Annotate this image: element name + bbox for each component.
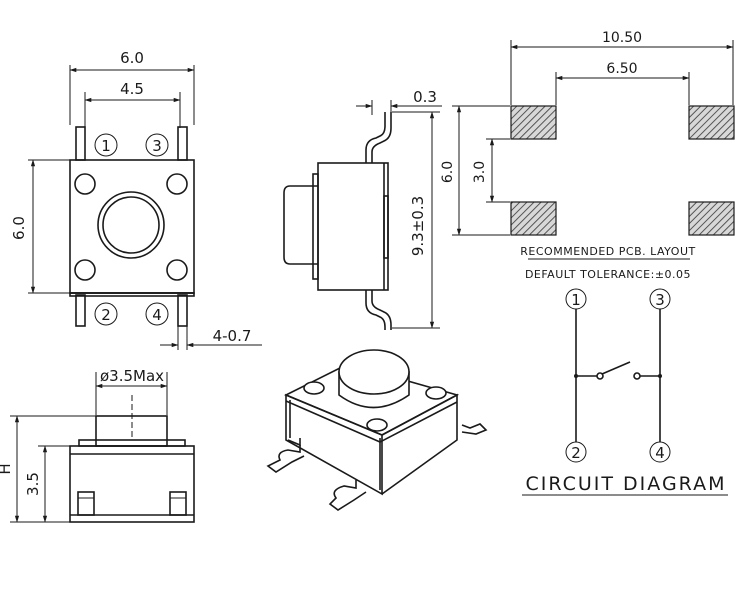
front-lead xyxy=(77,491,95,516)
pcb-layout-title: RECOMMENDED PCB. LAYOUT xyxy=(520,245,695,258)
junction-dot xyxy=(574,374,578,378)
dim-button-dia: ø3.5Max xyxy=(100,367,164,385)
circuit-pin-label: 4 xyxy=(655,444,665,462)
dim-h-label: H xyxy=(0,463,14,474)
corner-post xyxy=(166,259,188,281)
switch-lever xyxy=(601,361,631,375)
circuit-diagram-title: CIRCUIT DIAGRAM xyxy=(526,473,727,495)
side-lead-bottom xyxy=(371,290,392,330)
corner-post xyxy=(74,173,96,195)
iso-post xyxy=(366,418,388,432)
side-lead-bottom xyxy=(365,290,386,330)
iso-button-top xyxy=(338,349,410,395)
lead-bottom-left xyxy=(75,294,86,327)
side-body xyxy=(317,162,389,291)
lead-bottom-right xyxy=(177,294,188,327)
dim-height: 6.0 xyxy=(10,216,28,240)
pin-marker xyxy=(94,302,118,326)
circuit-pin-label: 1 xyxy=(571,291,581,309)
dim-outer: 10.50 xyxy=(602,30,642,46)
pin-label: 2 xyxy=(101,306,111,324)
body-base xyxy=(69,292,195,297)
dim-pad-gap: 3.0 xyxy=(472,161,488,183)
lead-top-right xyxy=(177,126,188,161)
pcb-layout: 10.50 6.50 6.0 3.0 RECOMMENDED PCB. LAYO… xyxy=(440,30,735,281)
iso-post xyxy=(425,386,447,400)
side-button-flange xyxy=(312,173,319,280)
junction-dot xyxy=(658,374,662,378)
iso-leg xyxy=(461,423,488,435)
pcb-pad xyxy=(510,201,557,236)
pin-marker xyxy=(94,133,118,157)
pcb-tolerance: DEFAULT TOLERANCE:±0.05 xyxy=(525,268,691,281)
front-flange xyxy=(78,439,186,447)
iso-edge xyxy=(285,400,381,443)
circuit-pin-label: 3 xyxy=(655,291,665,309)
dim-pcb-height: 6.0 xyxy=(440,161,456,183)
pin-marker xyxy=(145,302,169,326)
corner-post xyxy=(74,259,96,281)
dim-width-inner: 4.5 xyxy=(120,80,144,98)
lead-top-left xyxy=(75,126,86,161)
front-lead xyxy=(169,491,187,516)
side-lead-top xyxy=(371,112,392,163)
iso-leg xyxy=(328,480,367,511)
pcb-pad xyxy=(510,105,557,140)
iso-edge xyxy=(379,401,458,443)
corner-post xyxy=(166,173,188,195)
dim-body-height: 3.5 xyxy=(24,472,42,496)
button-cap-inner xyxy=(102,196,160,254)
switch-contact xyxy=(596,372,604,380)
pcb-pad xyxy=(688,105,735,140)
side-view: 0.3 9.3±0.3 xyxy=(283,88,442,330)
button-cap-outer xyxy=(97,191,165,259)
pin-label: 1 xyxy=(101,137,111,155)
iso-leg xyxy=(287,438,301,447)
switch-contact xyxy=(633,372,641,380)
top-view: 6.0 4.5 1 3 2 4 xyxy=(10,49,262,350)
switch-body-top xyxy=(69,159,195,294)
dim-side-height: 9.3±0.3 xyxy=(409,196,427,256)
dim-lead-width: 4-0.7 xyxy=(213,327,252,345)
side-button xyxy=(283,185,318,265)
iso-post xyxy=(303,381,325,395)
front-body xyxy=(69,445,195,523)
pin-label: 4 xyxy=(152,306,162,324)
iso-right-face xyxy=(381,393,458,495)
pcb-pad xyxy=(688,201,735,236)
isometric-view xyxy=(266,349,488,511)
iso-leg xyxy=(266,445,305,473)
dim-thickness: 0.3 xyxy=(413,88,437,106)
pin-label: 3 xyxy=(152,137,162,155)
circuit-pin-label: 2 xyxy=(571,444,581,462)
circuit-diagram: 1 3 2 4 CIRCUIT DIAGRAM xyxy=(522,288,728,496)
pin-marker xyxy=(145,133,169,157)
dim-width-outer: 6.0 xyxy=(120,49,144,67)
dim-inner: 6.50 xyxy=(606,61,637,77)
side-lead-top xyxy=(365,112,386,163)
front-view: ø3.5Max H 3.5 xyxy=(0,367,195,523)
side-slot xyxy=(383,195,389,259)
